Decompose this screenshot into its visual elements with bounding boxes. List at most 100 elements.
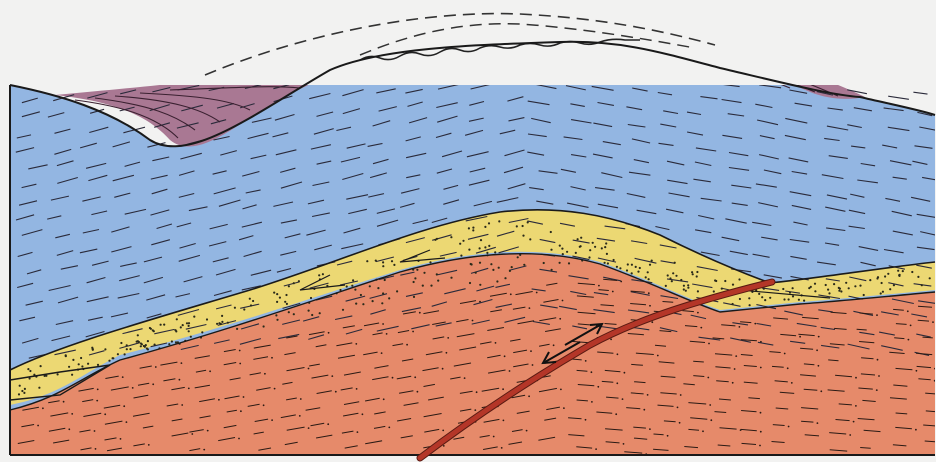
- basement-dot: [362, 413, 364, 415]
- sand-dot: [190, 336, 192, 338]
- sand-dot: [416, 269, 418, 271]
- sand-dot: [637, 271, 639, 273]
- sand-dot: [319, 312, 321, 314]
- basement-dot: [383, 398, 385, 400]
- basement-dot: [624, 372, 626, 374]
- sand-dot: [147, 348, 149, 350]
- basement-dot: [932, 321, 934, 323]
- sand-dot: [27, 368, 29, 370]
- basement-dot: [616, 382, 618, 384]
- sand-dot: [509, 270, 511, 272]
- sand-dot: [68, 366, 70, 368]
- basement-dot: [585, 360, 587, 362]
- basement-dot: [739, 326, 741, 328]
- basement-dot: [732, 382, 734, 384]
- sand-dot: [78, 363, 80, 365]
- sand-dot: [732, 284, 734, 286]
- basement-dot: [876, 389, 878, 391]
- basement-dot: [104, 413, 106, 415]
- sand-dot: [580, 237, 582, 239]
- sand-dot: [529, 238, 531, 240]
- sand-dot: [382, 261, 384, 263]
- basement-dot: [651, 321, 653, 323]
- basement-dot: [562, 300, 564, 302]
- sand-dot: [675, 275, 677, 277]
- sand-dot: [902, 270, 904, 272]
- sand-dot: [648, 278, 650, 280]
- sand-dot: [430, 285, 432, 287]
- sand-dot: [460, 255, 462, 257]
- sand-dot: [352, 279, 354, 281]
- basement-dot: [585, 419, 587, 421]
- basement-dot: [849, 434, 851, 436]
- sand-dot: [216, 323, 218, 325]
- sand-dot: [117, 353, 119, 355]
- sand-dot: [285, 294, 287, 296]
- sand-dot: [692, 273, 694, 275]
- basement-dot: [132, 387, 134, 389]
- basement-dot: [207, 430, 209, 432]
- sand-dot: [29, 377, 31, 379]
- basement-dot: [188, 388, 190, 390]
- sand-dot: [459, 243, 461, 245]
- sand-dot: [468, 227, 470, 229]
- basement-dot: [495, 342, 497, 344]
- sand-dot: [377, 287, 379, 289]
- sand-dot: [616, 266, 618, 268]
- basement-dot: [97, 389, 99, 391]
- basement-dot: [442, 368, 444, 370]
- sand-dot: [517, 256, 519, 258]
- sand-dot: [221, 315, 223, 317]
- basement-dot: [702, 430, 704, 432]
- sand-dot: [854, 285, 856, 287]
- basement-dot: [560, 389, 562, 391]
- sand-dot: [484, 226, 486, 228]
- basement-dot: [239, 363, 241, 365]
- sand-dot: [355, 303, 357, 305]
- sand-dot: [788, 298, 790, 300]
- basement-dot: [501, 447, 503, 449]
- basement-dot: [504, 355, 506, 357]
- basement-dot: [357, 431, 359, 433]
- sand-dot: [206, 318, 208, 320]
- sand-dot: [880, 292, 882, 294]
- basement-dot: [308, 427, 310, 429]
- sand-dot: [763, 288, 765, 290]
- basement-dot: [271, 357, 273, 359]
- basement-dot: [915, 429, 917, 431]
- sand-dot: [845, 282, 847, 284]
- sand-dot: [627, 263, 629, 265]
- basement-dot: [238, 438, 240, 440]
- sand-dot: [523, 264, 525, 266]
- sand-dot: [838, 287, 840, 289]
- basement-dot: [414, 376, 416, 378]
- sand-dot: [471, 263, 473, 265]
- sand-dot: [714, 279, 716, 281]
- basement-dot: [622, 398, 624, 400]
- basement-dot: [784, 353, 786, 355]
- basement-dot: [679, 422, 681, 424]
- sand-dot: [687, 284, 689, 286]
- sand-dot: [97, 364, 99, 366]
- sand-dot: [147, 340, 149, 342]
- sand-dot: [639, 267, 641, 269]
- sand-dot: [318, 274, 320, 276]
- basement-dot: [759, 445, 761, 447]
- sand-dot: [182, 324, 184, 326]
- basement-dot: [335, 391, 337, 393]
- basement-dot: [647, 394, 649, 396]
- sand-dot: [769, 297, 771, 299]
- basement-dot: [708, 343, 710, 345]
- sand-dot: [496, 280, 498, 282]
- sand-dot: [504, 277, 506, 279]
- sand-dot: [782, 288, 784, 290]
- sand-dot: [279, 297, 281, 299]
- basement-dot: [595, 448, 597, 450]
- sand-dot: [293, 282, 295, 284]
- basement-dot: [479, 301, 481, 303]
- basement-dot: [152, 383, 154, 385]
- sand-dot: [613, 259, 615, 261]
- basement-dot: [419, 312, 421, 314]
- basement-dot: [263, 404, 265, 406]
- sand-dot: [631, 264, 633, 266]
